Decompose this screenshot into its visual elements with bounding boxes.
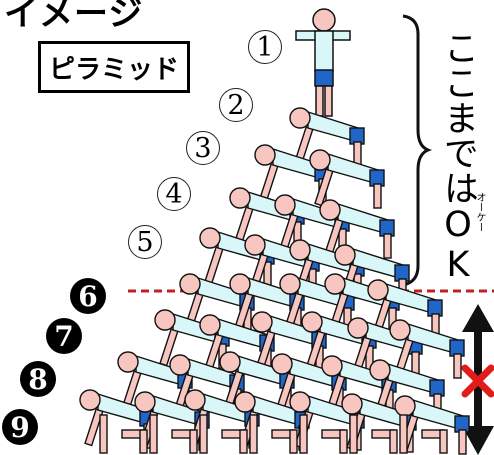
top-standing-figure xyxy=(295,8,351,117)
pyramid-label: ピラミッド xyxy=(48,54,179,85)
pyramid-figures xyxy=(79,107,470,455)
tier-number-9: 9 xyxy=(2,409,38,445)
ok-note-text: ここまではOK xyxy=(438,30,478,285)
tier-number-3: 3 xyxy=(186,131,220,165)
pyramid-person xyxy=(309,149,385,209)
pyramid-label-box: ピラミッド xyxy=(38,41,190,93)
ok-range-brace xyxy=(402,14,433,287)
tier-number-5: 5 xyxy=(128,225,162,259)
tier-number-1: 1 xyxy=(248,30,282,64)
pyramid-person xyxy=(369,359,445,419)
page-title: イメージ xyxy=(4,0,144,34)
tier-number-2: 2 xyxy=(219,88,253,122)
ok-ruby-text: オーケー xyxy=(474,192,485,232)
pyramid-person xyxy=(229,187,305,247)
pyramid-person xyxy=(367,279,443,339)
pyramid-person xyxy=(169,354,245,414)
tier-number-8: 8 xyxy=(20,361,56,397)
pyramid-person xyxy=(319,199,395,259)
tier-number-6: 6 xyxy=(70,278,106,314)
tier-number-4: 4 xyxy=(157,177,191,211)
cross-mark-icon xyxy=(461,364,494,398)
tier-number-7: 7 xyxy=(46,318,82,354)
